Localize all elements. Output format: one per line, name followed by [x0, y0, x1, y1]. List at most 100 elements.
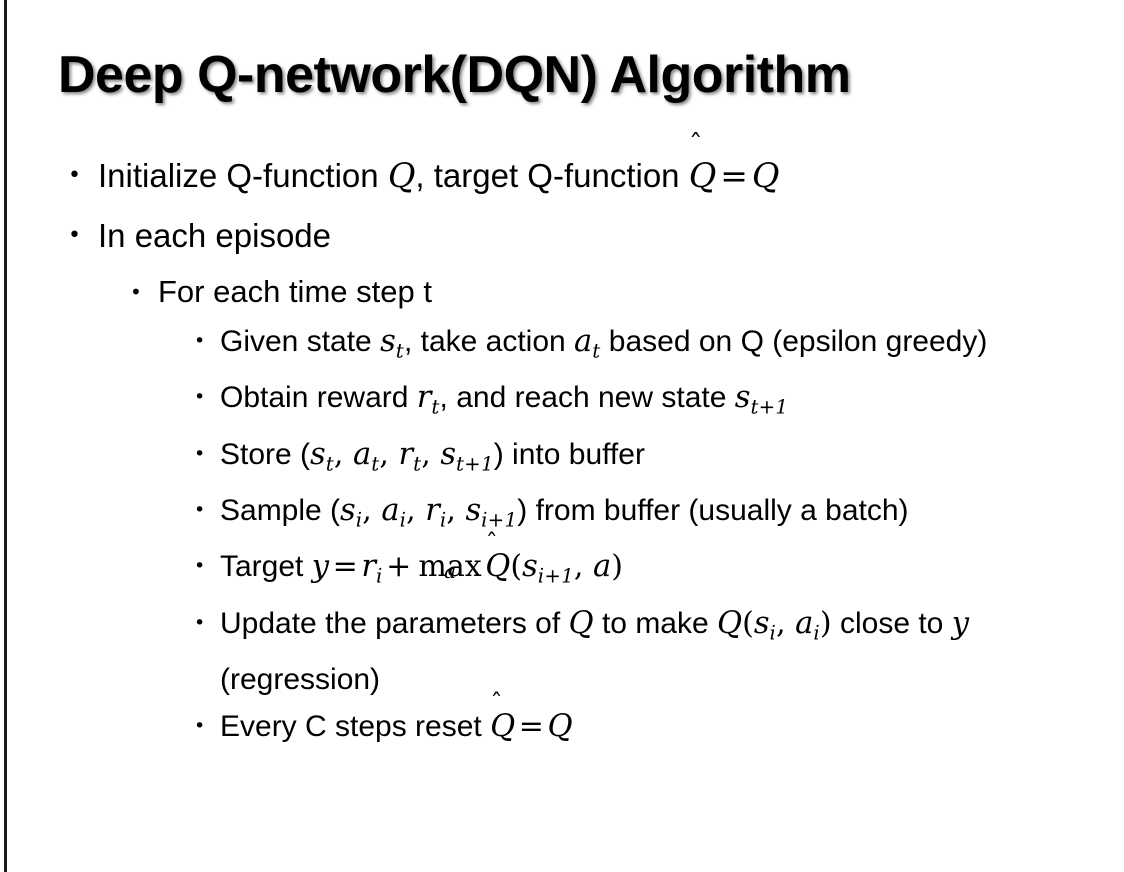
list-item-label: Initialize Q-function Q, target Q-functi… — [98, 146, 1124, 206]
math-subscript-i: i — [375, 564, 383, 588]
math-subscript-t1: t+1 — [456, 451, 494, 475]
math-comma: , — [333, 436, 353, 472]
math-var-a: a — [592, 549, 612, 585]
math-subscript-t: t — [395, 339, 404, 363]
list-item-reset-target: • Every C steps reset Q̂=Q — [0, 703, 1124, 750]
text-run: Target — [220, 550, 312, 584]
list-item-label: For each time step t — [158, 274, 432, 309]
math-var-q-hat: Q̂ — [688, 156, 717, 195]
math-var-r: r — [398, 436, 414, 472]
math-subscript-i: i — [355, 508, 363, 532]
math-var-q: Q — [568, 605, 594, 641]
text-run: Sample ( — [220, 493, 341, 527]
math-var-r: r — [425, 492, 440, 528]
math-subscript-t: t — [413, 451, 422, 475]
bullet-glyph: • — [194, 611, 206, 634]
list-item-update-parameters: • Update the parameters of Q to make Q(s… — [0, 600, 1124, 703]
text-run: Store ( — [220, 437, 311, 471]
list-item-label: Update the parameters of Q to make Q(si,… — [220, 600, 1094, 703]
text-run: Obtain reward — [220, 381, 417, 415]
list-item-obtain-reward: • Obtain reward rt, and reach new state … — [0, 374, 1124, 430]
math-equals: = — [518, 708, 544, 744]
math-equals: = — [332, 549, 358, 585]
bullet-glyph: • — [194, 330, 206, 352]
math-subscript-i: i — [813, 620, 820, 644]
list-item-label: Store (st, at, rt, st+1) into buffer — [220, 431, 1094, 487]
math-var-s: s — [380, 324, 396, 359]
math-equals: = — [720, 156, 748, 195]
math-subscript-i: i — [439, 508, 447, 532]
math-var-q: Q — [547, 708, 573, 744]
bullet-glyph: • — [194, 386, 206, 409]
bullet-glyph: • — [194, 555, 206, 578]
list-item-timestep: • For each time step t — [0, 266, 1124, 318]
math-paren-open: ( — [510, 549, 523, 585]
math-subscript-t: t — [431, 395, 440, 419]
math-var-a: a — [574, 324, 593, 359]
list-item-label: In each episode — [98, 217, 332, 254]
list-item-sample-tuple: • Sample (si, ai, ri, si+1) from buffer … — [0, 487, 1124, 543]
math-subscript-i: i — [769, 620, 777, 644]
bullet-glyph: • — [68, 223, 81, 248]
math-subscript-t1: t+1 — [750, 395, 789, 419]
math-var-q2: Q — [717, 605, 743, 641]
list-item-store-tuple: • Store (st, at, rt, st+1) into buffer — [0, 431, 1124, 487]
math-plus: + — [386, 549, 412, 585]
math-subscript-i: i — [399, 508, 407, 532]
list-item-initialize: • Initialize Q-function Q, target Q-func… — [0, 146, 1124, 206]
math-paren-open: ( — [742, 605, 754, 641]
math-var-s: s — [522, 549, 538, 585]
bullet-glyph: • — [194, 442, 206, 465]
text-run: Given state — [220, 325, 381, 358]
list-item-label: Sample (si, ai, ri, si+1) from buffer (u… — [220, 487, 1094, 543]
math-var-a: a — [352, 436, 372, 472]
text-run: based on Q (epsilon greedy) — [600, 325, 988, 358]
bullet-glyph: • — [194, 498, 206, 521]
text-run: close to — [831, 606, 952, 640]
list-item-label: Every C steps reset Q̂=Q — [220, 703, 1094, 750]
math-subscript-i1: i+1 — [537, 564, 574, 588]
page-title: Deep Q-network(DQN) Algorithm — [58, 46, 851, 104]
math-var-r: r — [416, 380, 432, 416]
math-comma: , — [446, 492, 466, 528]
list-item-episode: • In each episode — [0, 206, 1124, 266]
list-item-label: Given state st, take action at based on … — [220, 318, 1094, 374]
math-paren-close: ) — [611, 549, 623, 585]
math-subscript-t: t — [371, 451, 380, 475]
text-run: Every C steps reset — [220, 709, 491, 743]
math-comma: , — [362, 492, 382, 528]
math-paren-close: ) — [819, 605, 832, 641]
text-run: (regression) — [220, 662, 381, 696]
math-var-a: a — [381, 492, 400, 528]
left-edge-rule — [4, 0, 7, 872]
text-run: , take action — [403, 325, 575, 358]
math-var-s: s — [310, 436, 326, 472]
math-var-s2: s — [440, 436, 457, 472]
math-var-y: y — [311, 549, 330, 585]
math-subscript-t: t — [592, 339, 601, 363]
math-var-s: s — [340, 492, 356, 528]
math-var-r: r — [361, 549, 376, 585]
text-run: Update the parameters of — [220, 606, 569, 640]
math-var-q-hat: Q̂ — [485, 549, 511, 585]
math-comma: , — [379, 436, 399, 472]
math-var-s: s — [734, 380, 751, 416]
max-label: max — [418, 549, 482, 585]
bullet-glyph: • — [130, 280, 142, 304]
math-comma: , — [776, 605, 796, 641]
list-item-given-state: • Given state st, take action at based o… — [0, 318, 1124, 374]
math-var-s: s — [753, 605, 770, 641]
math-var-s2: s — [465, 492, 482, 528]
text-run: , target Q-function — [415, 157, 689, 194]
text-run: ) from buffer (usually a batch) — [517, 493, 909, 527]
text-run: , and reach new state — [439, 381, 735, 415]
math-var-q-hat: Q̂ — [490, 708, 516, 744]
math-comma: , — [573, 549, 593, 585]
math-var-q: Q — [387, 156, 416, 195]
bullet-glyph: • — [194, 714, 206, 737]
math-subscript-i1: i+1 — [481, 508, 518, 532]
